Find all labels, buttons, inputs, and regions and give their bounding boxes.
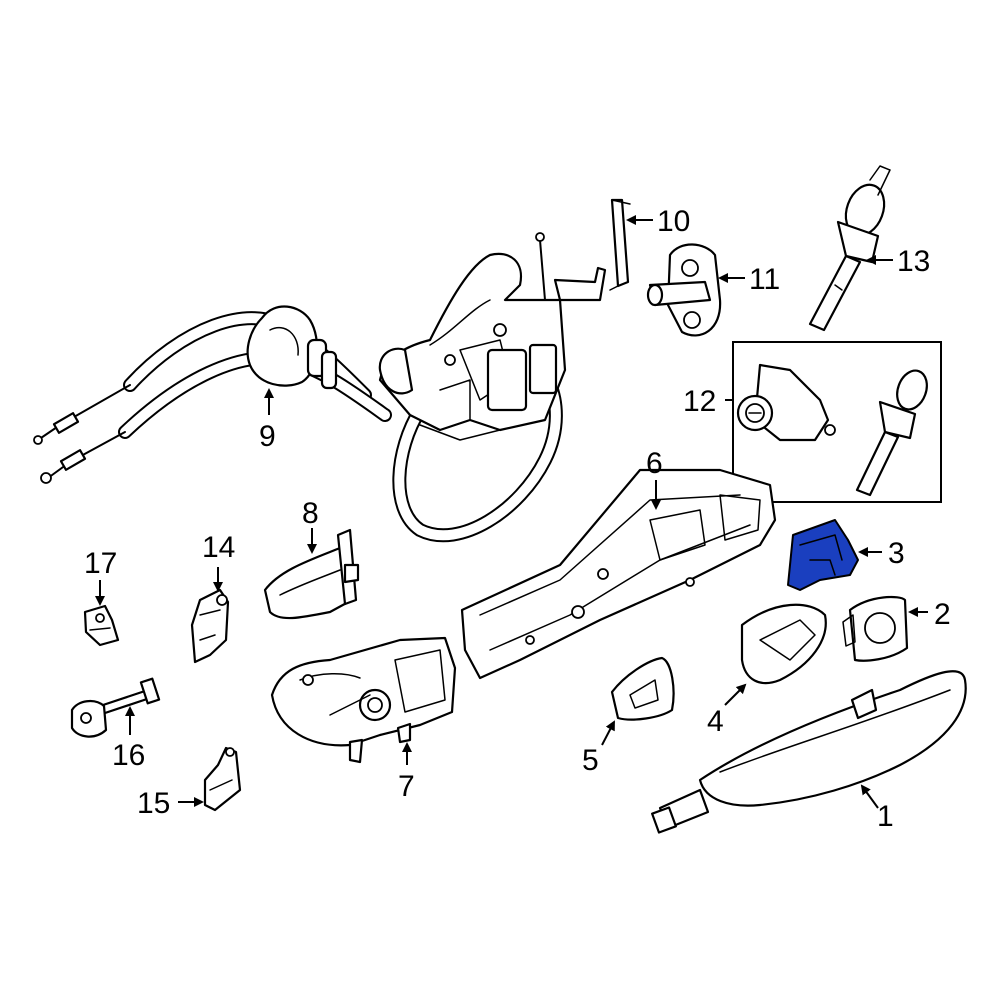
leader-4: [724, 683, 747, 706]
callout-3: 3: [888, 537, 905, 570]
leader-1: [860, 784, 879, 809]
callout-14: 14: [202, 531, 235, 564]
part-7-inside-handle[interactable]: [270, 636, 457, 764]
door-latch-actuator[interactable]: [378, 252, 607, 441]
part-3-fill: [787, 519, 859, 591]
callout-4: 4: [707, 705, 724, 738]
callout-16: 16: [112, 739, 145, 772]
part-16-door-check[interactable]: [70, 677, 161, 738]
callout-8: 8: [302, 497, 319, 530]
part-6-handle-frame[interactable]: [460, 468, 777, 680]
leader-5: [601, 720, 615, 746]
part-8-handle-bezel[interactable]: [263, 528, 360, 620]
part-3-bezel-highlighted[interactable]: [787, 519, 859, 591]
part-12-lock-cylinder-set[interactable]: [732, 341, 942, 503]
callout-13: 13: [897, 245, 930, 278]
callout-10: 10: [657, 205, 690, 238]
callout-labels: 1 2 3 4 5 6 7 8 9 10 11 12 13 14 15 16 1…: [84, 205, 951, 833]
callout-11: 11: [749, 263, 780, 296]
part-13-key[interactable]: [808, 165, 891, 332]
part-5-handle-seal[interactable]: [610, 656, 675, 721]
part-11-door-striker[interactable]: [646, 243, 722, 337]
callout-6: 6: [646, 447, 663, 480]
callout-12: 12: [683, 385, 716, 418]
callout-2: 2: [934, 598, 951, 631]
callout-7: 7: [398, 770, 415, 803]
part-17-clip[interactable]: [83, 604, 120, 647]
part-14-bracket[interactable]: [190, 588, 230, 664]
part-9-cable-assembly[interactable]: [33, 232, 563, 543]
callout-5: 5: [582, 744, 599, 777]
part-4-handle-cover[interactable]: [740, 603, 827, 685]
part-15-bracket[interactable]: [203, 746, 242, 812]
part-10-lock-rod[interactable]: [609, 198, 631, 291]
callout-9: 9: [259, 420, 276, 453]
part-1-outside-handle[interactable]: [651, 670, 967, 834]
callout-leaders: [95, 215, 928, 809]
callout-17: 17: [84, 547, 117, 580]
part-2-cylinder-cap[interactable]: [842, 595, 909, 662]
callout-1: 1: [877, 800, 894, 833]
callout-15: 15: [137, 787, 170, 820]
